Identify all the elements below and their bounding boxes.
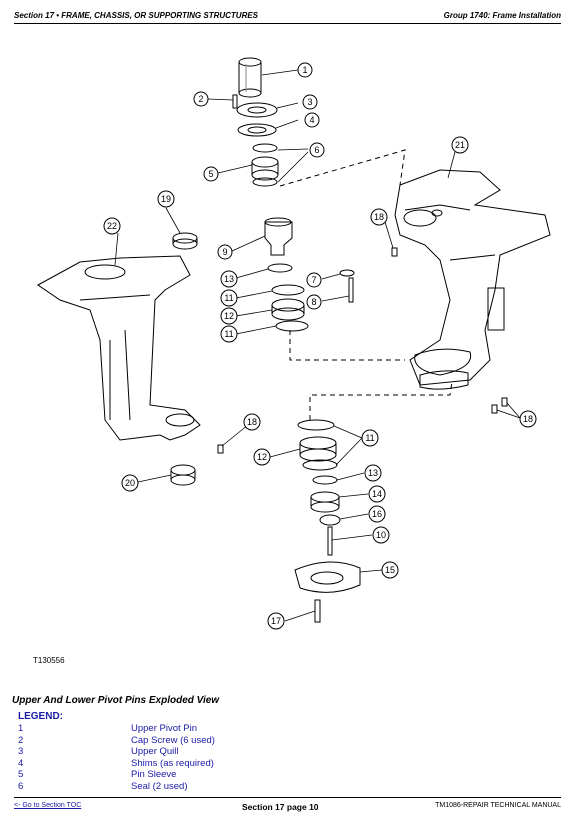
svg-text:11: 11 [365, 433, 374, 443]
legend-description: Pin Sleeve [131, 769, 177, 780]
legend-item: 5 Pin Sleeve [18, 769, 418, 781]
callout-20: 20 [121, 474, 139, 492]
svg-text:18: 18 [374, 212, 384, 222]
legend-item: 2 Cap Screw (6 used) [18, 735, 418, 747]
callout-10: 10 [372, 526, 390, 544]
callout-21: 21 [451, 136, 469, 154]
legend-number: 1 [18, 723, 24, 734]
legend-item: 1 Upper Pivot Pin [18, 723, 418, 735]
figure-id: T130556 [33, 656, 65, 665]
callout-4: 4 [304, 112, 320, 128]
callout-11: 11 [220, 289, 238, 307]
legend-description: Seal (2 used) [131, 780, 188, 792]
callout-1: 1 [297, 62, 313, 78]
callout-9: 9 [217, 244, 233, 260]
figure-caption: Upper And Lower Pivot Pins Exploded View [12, 695, 220, 706]
legend-item: 3 Upper Quill [18, 746, 418, 758]
callout-8: 8 [306, 294, 322, 310]
svg-text:15: 15 [385, 565, 395, 575]
right-frame-part [394, 169, 551, 390]
svg-text:13: 13 [224, 274, 234, 284]
callout-18: 18 [243, 413, 261, 431]
legend-number: 3 [18, 746, 24, 757]
svg-text:22: 22 [107, 221, 117, 231]
left-frame-part [37, 255, 201, 441]
svg-text:4: 4 [309, 115, 314, 125]
svg-text:1: 1 [302, 65, 307, 75]
section-title: Section 17 • FRAME, CHASSIS, OR SUPPORTI… [14, 11, 259, 20]
svg-text:19: 19 [161, 194, 171, 204]
page-footer: <- Go to Section TOC Section 17 page 10 … [14, 797, 561, 816]
callout-14: 14 [368, 485, 386, 503]
svg-text:11: 11 [224, 329, 233, 339]
svg-text:21: 21 [455, 140, 465, 150]
legend-item: 4 Shims (as required) [18, 758, 418, 770]
svg-text:3: 3 [307, 97, 312, 107]
svg-text:5: 5 [208, 169, 213, 179]
legend-number: 4 [18, 757, 24, 769]
legend-description: Cap Screw (6 used) [131, 734, 215, 746]
legend-number: 2 [18, 734, 24, 746]
svg-text:20: 20 [125, 478, 135, 488]
page-header: Section 17 • FRAME, CHASSIS, OR SUPPORTI… [14, 9, 561, 24]
group-title: Group 1740: Frame Installation [443, 11, 561, 20]
legend-number: 5 [18, 769, 24, 780]
callout-12: 12 [253, 448, 271, 466]
callout-16: 16 [368, 505, 386, 523]
callout-12: 12 [220, 307, 238, 325]
legend-number: 6 [18, 780, 24, 792]
svg-text:7: 7 [311, 275, 316, 285]
callout-18: 18 [519, 410, 537, 428]
svg-text:9: 9 [222, 247, 227, 257]
legend-list: 1 Upper Pivot Pin 2 Cap Screw (6 used) 3… [18, 723, 418, 792]
svg-text:18: 18 [523, 414, 533, 424]
svg-text:11: 11 [224, 293, 233, 303]
svg-text:12: 12 [257, 452, 267, 462]
svg-text:8: 8 [311, 297, 316, 307]
callout-7: 7 [306, 272, 322, 288]
page-number: Section 17 page 10 [242, 802, 319, 812]
svg-text:13: 13 [368, 468, 378, 478]
legend-description: Shims (as required) [131, 757, 214, 769]
callout-22: 22 [103, 217, 121, 235]
svg-text:12: 12 [224, 311, 234, 321]
legend-description: Upper Quill [131, 746, 179, 757]
legend-title: LEGEND: [18, 711, 63, 722]
exploded-view-diagram: 1 2 3 4 5 6 7 8 9 10 11 11 11 12 12 13 1… [37, 57, 551, 630]
legend-description: Upper Pivot Pin [131, 723, 198, 734]
section-toc-link[interactable]: <- Go to Section TOC [14, 802, 82, 809]
svg-text:2: 2 [198, 94, 203, 104]
svg-text:18: 18 [247, 417, 257, 427]
callout-18: 18 [370, 208, 388, 226]
svg-text:6: 6 [314, 145, 319, 155]
svg-text:16: 16 [372, 509, 382, 519]
svg-text:17: 17 [271, 616, 281, 626]
callout-11: 11 [220, 325, 238, 343]
svg-text:10: 10 [376, 530, 386, 540]
manual-title: TM1086-REPAIR TECHNICAL MANUAL [435, 802, 561, 809]
callout-13: 13 [220, 270, 238, 288]
svg-text:14: 14 [372, 489, 382, 499]
upper-pivot-pin-part [238, 57, 262, 98]
callout-3: 3 [302, 94, 318, 110]
callout-5: 5 [203, 166, 219, 182]
callout-6: 6 [309, 142, 325, 158]
callout-17: 17 [267, 612, 285, 630]
callout-11: 11 [361, 429, 379, 447]
callout-15: 15 [381, 561, 399, 579]
legend-item: 6 Seal (2 used) [18, 781, 418, 793]
callout-2: 2 [193, 91, 209, 107]
callout-13: 13 [364, 464, 382, 482]
callout-19: 19 [157, 190, 175, 208]
